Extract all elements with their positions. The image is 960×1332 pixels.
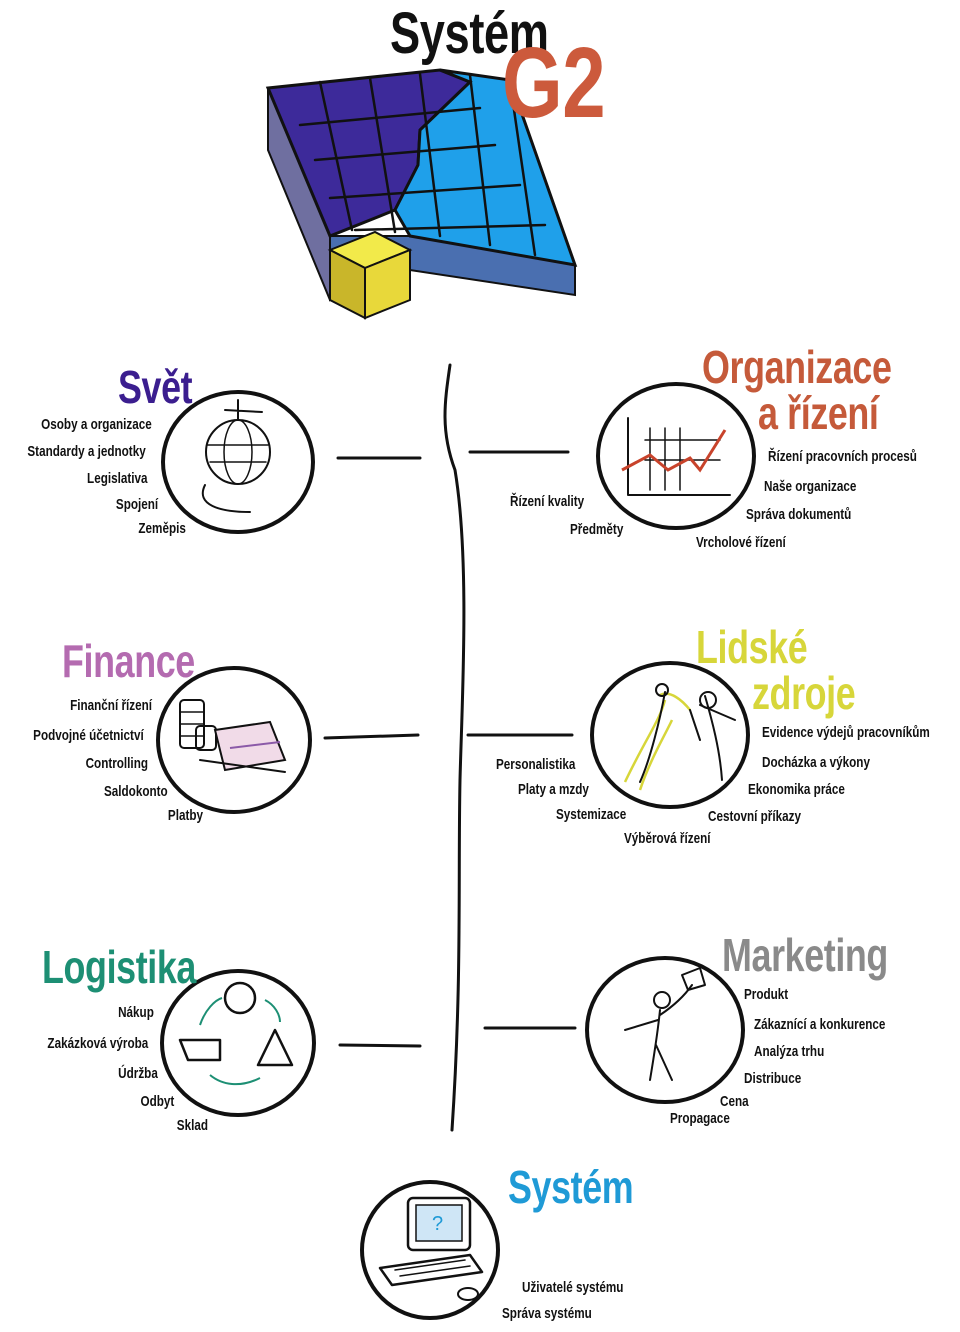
line-chart-icon <box>621 417 731 496</box>
svg-text:?: ? <box>432 1213 443 1235</box>
list-item: Personalistika <box>496 756 576 773</box>
person-sign-icon <box>624 967 706 1081</box>
connector-lines <box>323 450 577 1048</box>
list-item: Systemizace <box>556 806 627 823</box>
section-title-organizace-line1: Organizace <box>702 341 892 393</box>
list-item: Zakázková výroba <box>47 1035 148 1052</box>
coins-money-icon <box>179 699 287 773</box>
central-spine-line <box>443 363 466 1132</box>
logo-title-code: G2 <box>502 27 606 139</box>
list-item: Údržba <box>118 1065 158 1082</box>
computer-icon: ? <box>378 1196 484 1301</box>
list-item: Sklad <box>176 1117 208 1134</box>
list-item: Cestovní příkazy <box>708 808 801 825</box>
list-item: Spojení <box>115 496 158 513</box>
list-item: Cena <box>720 1093 749 1110</box>
globe-icon <box>201 399 271 513</box>
section-title-finance: Finance <box>62 635 195 687</box>
section-title-svet: Svět <box>118 361 193 413</box>
section-title-lidske-line1: Lidské <box>696 621 808 673</box>
list-item: Odbyt <box>140 1093 174 1110</box>
section-title-organizace-line2: a řízení <box>758 387 879 439</box>
section-title-logistika: Logistika <box>42 941 197 993</box>
list-item: Uživatelé systému <box>522 1279 624 1296</box>
list-item: Ekonomika práce <box>748 781 845 798</box>
list-item: Vrcholové řízení <box>696 534 786 551</box>
list-item: Distribuce <box>744 1070 802 1087</box>
list-item: Osoby a organizace <box>41 416 152 433</box>
list-item: Správa systému <box>502 1305 592 1322</box>
list-item: Standardy a jednotky <box>27 443 146 460</box>
list-item: Evidence výdejů pracovníkům <box>762 724 930 741</box>
list-item: Analýza trhu <box>754 1043 825 1060</box>
list-item: Naše organizace <box>764 478 857 495</box>
list-item: Podvojné účetnictví <box>33 727 144 744</box>
list-item: Finanční řízení <box>70 697 152 714</box>
list-item: Saldokonto <box>104 783 168 800</box>
logistics-cycle-icon <box>178 981 294 1086</box>
list-item: Controlling <box>85 755 148 772</box>
list-item: Řízení kvality <box>510 493 585 510</box>
section-title-lidske-line2: zdroje <box>752 667 856 719</box>
people-icon <box>623 683 736 791</box>
list-item: Řízení pracovních procesů <box>768 448 917 465</box>
list-item: Předměty <box>570 521 624 538</box>
module-circles <box>156 382 756 1320</box>
list-item: Platy a mzdy <box>518 781 589 798</box>
section-title-marketing: Marketing <box>722 929 888 981</box>
list-item: Zákaznící a konkurence <box>754 1016 886 1033</box>
list-item: Platby <box>167 807 203 824</box>
list-item: Zeměpis <box>138 520 186 537</box>
list-item: Výběrová řízení <box>624 830 711 847</box>
list-item: Docházka a výkony <box>762 754 870 771</box>
list-item: Propagace <box>670 1110 730 1127</box>
logo-cube-icon <box>265 68 578 320</box>
list-item: Nákup <box>118 1004 154 1021</box>
section-title-system: Systém <box>508 1161 634 1213</box>
list-item: Správa dokumentů <box>746 506 852 523</box>
list-item: Produkt <box>744 986 789 1003</box>
list-item: Legislativa <box>87 470 148 487</box>
logo-title-word: Systém <box>390 1 549 66</box>
